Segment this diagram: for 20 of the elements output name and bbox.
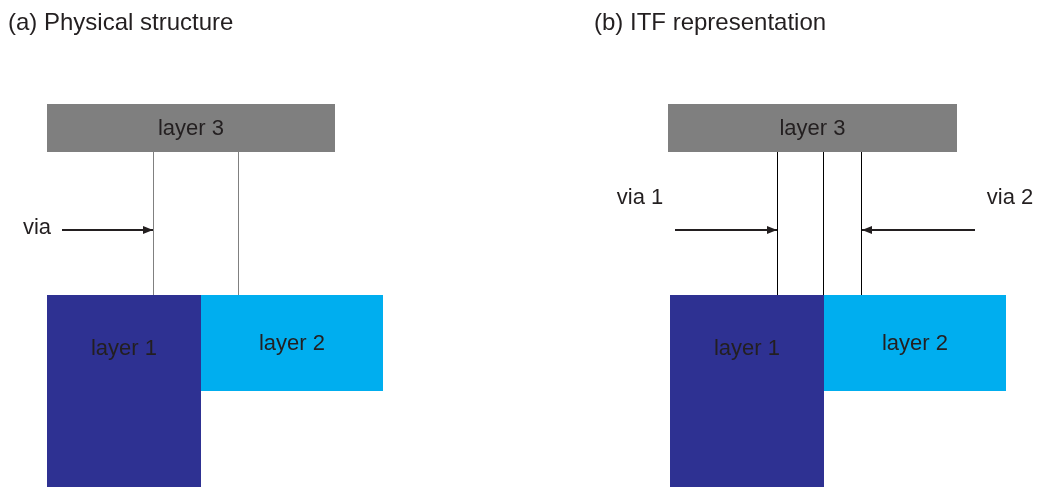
layer-block: [47, 104, 335, 152]
layer-block: [201, 295, 383, 391]
arrow: [674, 226, 778, 234]
arrow: [861, 226, 976, 234]
via-label: via 1: [616, 184, 664, 210]
panel-title: (a) Physical structure: [8, 8, 234, 36]
via-label: via: [22, 214, 52, 240]
layer-name: layer 3: [157, 115, 224, 141]
layer-block: [668, 104, 957, 152]
via-label: via 2: [986, 184, 1034, 210]
layer-block: [670, 295, 824, 487]
layer-name: layer 3: [779, 115, 846, 141]
layer-name: layer 2: [881, 330, 948, 356]
arrow: [61, 226, 154, 234]
panel-title: (b) ITF representation: [594, 8, 827, 36]
layer-name: layer 2: [258, 330, 325, 356]
layer-name: layer 1: [90, 335, 157, 361]
layer-block: [824, 295, 1006, 391]
layer-name: layer 1: [713, 335, 780, 361]
layer-block: [47, 295, 201, 487]
